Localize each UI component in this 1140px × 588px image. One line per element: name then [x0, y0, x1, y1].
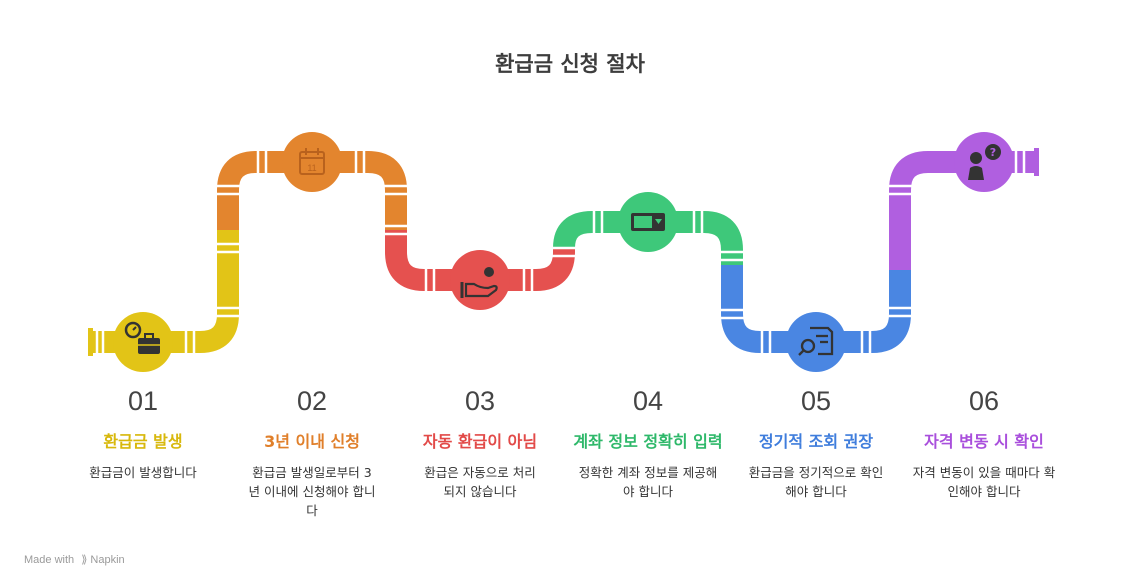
calendar-icon: 11: [299, 148, 325, 175]
step-number: 03: [464, 386, 496, 416]
pipeline-diagram: 11 ?: [88, 132, 1039, 372]
step-description: 환급금이 발생합니다: [89, 465, 197, 480]
napkin-brand: Napkin: [90, 554, 125, 566]
step-description: 환급금 발생일로부터 3년 이내에 신청해야 합니다: [248, 465, 376, 518]
step-1-node: [113, 312, 173, 372]
made-with-footer: Made with ⟫ Napkin: [24, 553, 125, 566]
briefcase-clock-icon: [124, 321, 160, 354]
hand-coin-icon: [460, 267, 498, 298]
svg-text:11: 11: [307, 163, 316, 173]
step-6: 06 자격 변동 시 확인 자격 변동이 있을 때마다 확인해야 합니다: [904, 386, 1064, 501]
step-5-node: [786, 312, 846, 372]
step-title: 자격 변동 시 확인: [924, 432, 1044, 451]
step-description: 자격 변동이 있을 때마다 확인해야 합니다: [912, 465, 1056, 499]
step-title: 정기적 조회 권장: [758, 432, 874, 451]
step-title: 환급금 발생: [103, 432, 183, 451]
step-3: 03 자동 환급이 아님 환급은 자동으로 처리되지 않습니다: [400, 386, 560, 501]
made-with-label: Made with: [24, 554, 75, 566]
pipe-segment-1: [92, 230, 239, 353]
step-2: 02 3년 이내 신청 환급금 발생일로부터 3년 이내에 신청해야 합니다: [232, 386, 392, 520]
step-3-node: [450, 250, 510, 310]
step-number: 02: [296, 386, 328, 416]
step-number: 05: [800, 386, 832, 416]
step-4-node: [618, 192, 678, 252]
pipe-segment-4: [553, 211, 743, 265]
napkin-logo-icon: ⟫: [81, 554, 88, 566]
dropdown-field-icon: [631, 213, 665, 231]
pipe-segment-6: [889, 151, 1036, 270]
step-4: 04 계좌 정보 정확히 입력 정확한 계좌 정보를 제공해야 합니다: [568, 386, 728, 501]
step-title: 자동 환급이 아님: [422, 432, 538, 451]
step-description: 정확한 계좌 정보를 제공해야 합니다: [578, 465, 718, 499]
step-1: 01 환급금 발생 환급금이 발생합니다: [63, 386, 223, 482]
step-6-node: ?: [954, 132, 1014, 192]
step-description: 환급은 자동으로 처리되지 않습니다: [424, 465, 536, 499]
page-title: 환급금 신청 절차: [495, 52, 645, 76]
step-title: 계좌 정보 정확히 입력: [573, 432, 723, 451]
step-5: 05 정기적 조회 권장 환급금을 정기적으로 확인해야 합니다: [736, 386, 896, 501]
step-title: 3년 이내 신청: [264, 432, 360, 451]
step-2-node: 11: [282, 132, 342, 192]
step-number: 04: [632, 386, 664, 416]
step-number: 06: [968, 386, 1000, 416]
document-search-icon: [798, 326, 834, 356]
svg-text:?: ?: [990, 146, 996, 159]
step-number: 01: [127, 386, 159, 416]
person-question-icon: ?: [968, 144, 1001, 180]
step-description: 환급금을 정기적으로 확인해야 합니다: [748, 465, 884, 499]
